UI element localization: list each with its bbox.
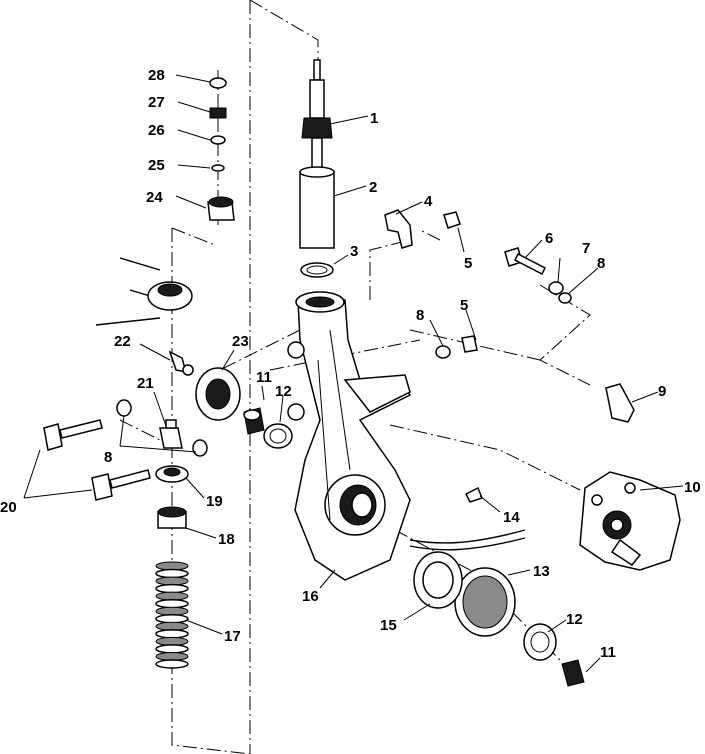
washer-8-right	[558, 292, 572, 304]
callout-25: 25	[148, 157, 165, 174]
callout-7: 7	[582, 240, 590, 257]
callout-13: 13	[533, 563, 550, 580]
callout-8-mid: 8	[416, 307, 424, 324]
sensor-14	[409, 486, 526, 551]
brake-caliper-10	[579, 471, 681, 571]
callout-12-upper: 12	[275, 383, 292, 400]
nut-5-lower	[461, 335, 478, 353]
callout-3: 3	[350, 243, 358, 260]
washer-25	[211, 164, 225, 172]
nut-5-upper	[443, 211, 461, 229]
spring-coil	[155, 598, 189, 609]
bolt-20-lower	[91, 469, 151, 501]
ball-joint-socket	[95, 257, 193, 326]
callout-23: 23	[232, 333, 249, 350]
callout-21: 21	[137, 375, 154, 392]
ring-12-upper	[263, 423, 293, 449]
callout-28: 28	[148, 67, 165, 84]
callout-8-left: 8	[104, 449, 112, 466]
shock-absorber	[299, 59, 335, 249]
washer-7	[548, 281, 564, 295]
fitting-21	[159, 419, 183, 449]
callout-5-lower: 5	[460, 297, 468, 314]
washer-8-left-upper	[116, 399, 132, 417]
callout-12-lower: 12	[566, 611, 583, 628]
callout-11-lower: 11	[600, 644, 616, 661]
washer-8-left-lower	[192, 439, 208, 457]
brake-pad-9	[605, 383, 635, 423]
callout-2: 2	[369, 179, 377, 196]
spring-coil	[155, 614, 189, 624]
steering-knuckle	[287, 291, 412, 581]
ring-3	[300, 262, 334, 278]
callout-4: 4	[424, 193, 433, 210]
leader-lines	[23, 74, 684, 673]
bolt-20-upper	[43, 419, 103, 451]
callout-20: 20	[0, 499, 17, 516]
callout-16: 16	[302, 588, 319, 605]
bracket-4	[384, 209, 413, 249]
callout-17: 17	[224, 628, 241, 645]
top-stack	[207, 77, 235, 221]
callout-14: 14	[503, 509, 520, 526]
ring-12-lower	[523, 623, 557, 661]
washer-8-mid	[435, 345, 451, 359]
callout-22: 22	[114, 333, 131, 350]
callout-9: 9	[658, 383, 666, 400]
nut-11-upper	[243, 407, 265, 435]
callout-15: 15	[380, 617, 397, 634]
seal-15	[413, 551, 463, 609]
bushing-18	[157, 506, 187, 529]
spring-coil	[155, 659, 189, 669]
cap-28	[209, 77, 227, 89]
callout-19: 19	[206, 493, 223, 510]
callout-18: 18	[218, 531, 235, 548]
washer-19	[155, 465, 189, 483]
spring-coil	[155, 629, 189, 639]
callout-8-right: 8	[597, 255, 605, 272]
spring-17	[155, 561, 189, 669]
callout-10: 10	[684, 479, 701, 496]
seal-23	[195, 367, 241, 421]
bearing-race-13	[454, 567, 516, 637]
callout-labels: 1 2 3 4 5 5 6 7 8 8 8 9 10 11 11 12 12 1…	[0, 67, 701, 661]
callout-1: 1	[370, 110, 378, 127]
zerk-22	[168, 350, 194, 376]
spring-coil	[155, 644, 189, 654]
spring-coil	[155, 568, 189, 579]
callout-11-upper: 11	[256, 369, 272, 386]
callout-24: 24	[146, 189, 163, 206]
callout-27: 27	[148, 94, 165, 111]
nut-11-lower	[561, 659, 585, 687]
callout-6: 6	[545, 230, 553, 247]
bolt-6	[504, 247, 547, 276]
callout-26: 26	[148, 122, 165, 139]
washer-26	[210, 135, 226, 145]
spring-coil	[155, 583, 189, 594]
nut-27	[209, 107, 227, 119]
callout-5-upper: 5	[464, 255, 472, 272]
